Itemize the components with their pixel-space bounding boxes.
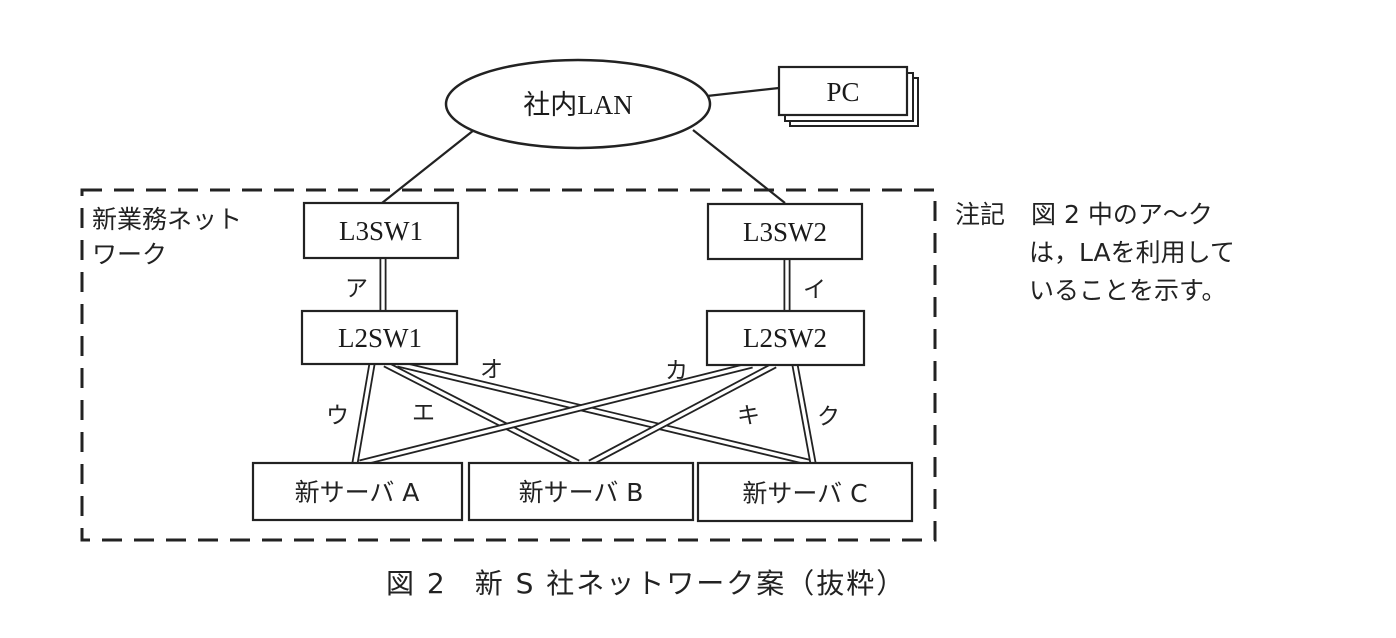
- pc-label: PC: [826, 77, 859, 107]
- link-label-i: イ: [803, 277, 826, 303]
- l2sw1-node: L2SW1: [300, 309, 459, 366]
- group-label-line1: 新業務ネット: [92, 205, 242, 234]
- link-label-ku: ク: [817, 404, 840, 430]
- server-a-node: 新サーバ A: [251, 461, 464, 522]
- link-label-ki: キ: [737, 403, 760, 429]
- la-links: [351, 258, 817, 467]
- note-label: 注記: [955, 200, 1006, 229]
- la-link-o: [397, 360, 813, 467]
- caption-number: 図 2: [386, 567, 447, 600]
- la-link-e: [383, 360, 580, 467]
- link-label-o: オ: [480, 357, 503, 383]
- l3sw2-label: L3SW2: [743, 217, 827, 247]
- la-link-ka: [359, 361, 753, 467]
- server-b-node: 新サーバ B: [467, 461, 695, 522]
- caption-title: 新 S 社ネットワーク案（抜粋）: [474, 567, 907, 600]
- server-b-label: 新サーバ B: [519, 478, 644, 507]
- new-business-network-boundary: [80, 188, 937, 542]
- lan-node: [444, 58, 712, 150]
- link-lan-l3sw1: [381, 129, 475, 204]
- link-lan-l3sw2: [692, 129, 786, 204]
- group-label-line2: ワーク: [92, 240, 167, 269]
- la-link-ku: [791, 364, 817, 464]
- server-c-node: 新サーバ C: [696, 461, 914, 523]
- l2sw1-label: L2SW1: [338, 323, 422, 353]
- la-link-u: [351, 363, 376, 464]
- note-line3: いることを示す。: [1029, 276, 1227, 305]
- figure-caption: 図 2 新 S 社ネットワーク案（抜粋）: [386, 562, 906, 602]
- lan-label: 社内LAN: [523, 90, 633, 120]
- link-lan-pc: [706, 86, 780, 98]
- server-a-label: 新サーバ A: [295, 478, 420, 507]
- la-link-ki: [588, 361, 777, 467]
- l3sw1-node: L3SW1: [302, 201, 460, 260]
- l2sw2-node: L2SW2: [705, 309, 866, 367]
- pc-node: PC: [777, 65, 919, 127]
- l3sw2-node: L3SW2: [706, 202, 864, 261]
- link-label-e: エ: [412, 400, 435, 426]
- link-label-a: ア: [345, 276, 368, 302]
- server-c-label: 新サーバ C: [742, 479, 867, 508]
- link-label-ka: カ: [665, 358, 688, 384]
- note-line2: は，LAを利用して: [1029, 238, 1235, 267]
- la-link-i: [783, 259, 791, 311]
- note: 注記図 2 中のア～ク は，LAを利用して いることを示す。: [955, 196, 1235, 310]
- l3sw1-label: L3SW1: [339, 216, 423, 246]
- link-label-u: ウ: [326, 403, 349, 429]
- note-line1: 図 2 中のア～ク: [1031, 200, 1213, 229]
- l2sw2-label: L2SW2: [743, 323, 827, 353]
- la-link-a: [379, 258, 387, 311]
